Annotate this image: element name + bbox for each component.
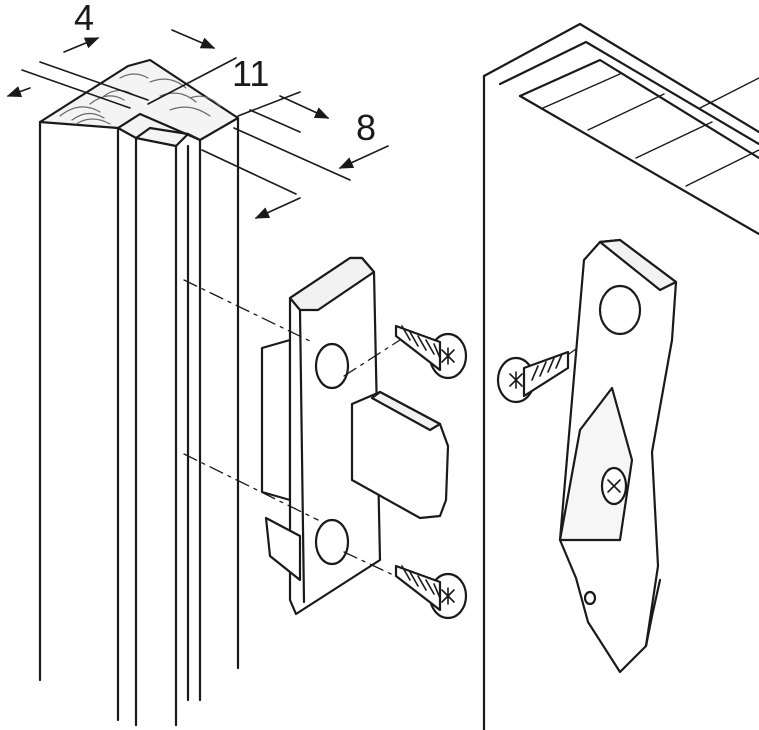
dimension-lines [6, 29, 389, 219]
dimension-label-8: 8 [356, 107, 376, 148]
cabinet-panel [482, 22, 759, 730]
mounted-catch-fitting [558, 238, 678, 674]
alignment-lines [183, 279, 613, 581]
dimension-label-11: 11 [232, 53, 269, 94]
grooved-frame-profile [38, 58, 240, 727]
screw-icon [496, 350, 570, 404]
strike-plate-fitting [260, 256, 450, 616]
screw-icon [394, 564, 468, 620]
dimension-label-4: 4 [74, 0, 94, 38]
screw-icon [394, 324, 468, 380]
